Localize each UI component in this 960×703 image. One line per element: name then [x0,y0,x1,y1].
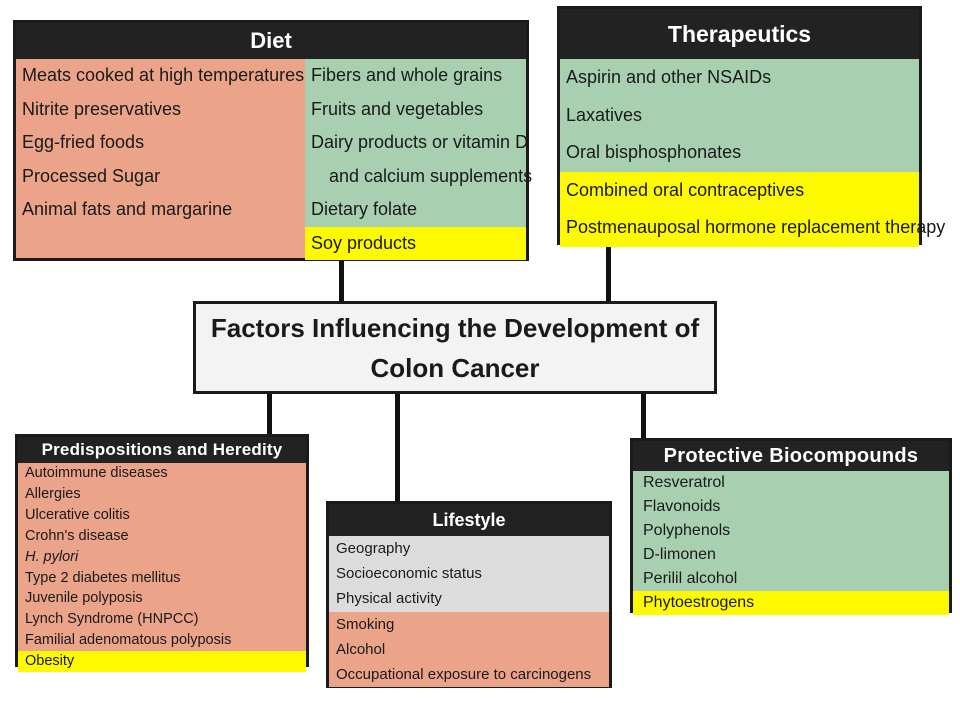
predispositions-box: Predispositions and Heredity Autoimmune … [15,434,309,673]
lifestyle-header: Lifestyle [329,504,609,536]
therapeutics-mixed-list: Combined oral contraceptives Postmenaupo… [560,171,946,247]
title-line-1: Factors Influencing the Development of [210,312,700,343]
list-item: Allergies [25,485,81,502]
lifestyle-neutral-list: Geography Socioeconomic status Physical … [329,536,609,612]
list-item: Polyphenols [643,522,731,539]
list-item: Egg-fried foods [22,132,145,152]
list-item: Physical activity [336,590,442,608]
lifestyle-risk-list: Smoking Alcohol Occupational exposure to… [329,611,609,688]
list-item: Postmenauposal hormone replacement thera… [566,217,946,237]
list-item: Alcohol [336,640,386,658]
protective-biocompounds-box: Protective Biocompounds Resveratrol Flav… [630,438,952,615]
connector-protective [641,392,646,440]
list-item: Occupational exposure to carcinogens [336,666,592,684]
diet-protective-list: Fibers and whole grains Fruits and veget… [305,59,533,260]
diet-risk-list: Meats cooked at high temperatures Nitrit… [16,59,305,258]
list-item: Processed Sugar [22,165,161,186]
list-item: Animal fats and margarine [22,199,233,219]
connector-diet [339,259,344,302]
predispositions-header: Predispositions and Heredity [18,437,306,463]
lifestyle-box: Lifestyle Geography Socioeconomic status… [326,501,612,688]
list-item: Familial adenomatous polyposis [25,632,232,649]
list-item: Dairy products or vitamin D [311,132,529,152]
list-item: Phytoestrogens [633,591,949,615]
protective-biocompounds-list: Resveratrol Flavonoids Polyphenols D-lim… [633,471,949,591]
diagram-title: Factors Influencing the Development of C… [193,301,717,394]
list-item: Laxatives [566,104,643,125]
list-item: Dietary folate [311,199,418,219]
list-item: Ulcerative colitis [25,506,130,523]
list-item: Meats cooked at high temperatures [22,65,305,85]
therapeutics-header: Therapeutics [560,9,919,59]
list-item: Smoking [336,615,395,633]
list-item: and calcium supplements [329,165,533,186]
diet-header: Diet [16,23,526,59]
list-item: Nitrite preservatives [22,98,182,119]
list-item: Combined oral contraceptives [566,179,805,200]
therapeutics-box: Therapeutics Aspirin and other NSAIDs La… [557,6,946,247]
list-item: Oral bisphosphonates [566,142,742,162]
diet-box: Diet Meats cooked at high temperatures N… [13,20,533,261]
title-line-2: Colon Cancer [370,352,540,383]
predispositions-risk-list: Autoimmune diseases Allergies Ulcerative… [18,463,306,652]
list-item: Crohn's disease [25,527,129,544]
list-item: Autoimmune diseases [25,465,168,481]
connector-predispositions [267,392,272,436]
list-item: Flavonoids [643,498,721,515]
list-item: Fibers and whole grains [311,65,503,85]
list-item: Resveratrol [643,474,725,491]
protective-biocompounds-header: Protective Biocompounds [633,441,949,471]
list-item: Lynch Syndrome (HNPCC) [25,611,199,628]
list-item: Geography [336,540,411,557]
list-item: Soy products [305,226,526,260]
list-item: Juvenile polyposis [25,590,143,607]
list-item: Fruits and vegetables [311,98,484,119]
connector-therapeutics [606,243,611,302]
list-item: Aspirin and other NSAIDs [566,67,772,87]
list-item: Type 2 diabetes mellitus [25,569,181,586]
connector-lifestyle [395,392,400,503]
list-item: Obesity [18,651,306,673]
list-item: H. pylori [25,548,79,565]
list-item: Socioeconomic status [336,565,482,583]
list-item: D-limonen [643,546,716,563]
therapeutics-protective-list: Aspirin and other NSAIDs Laxatives Oral … [560,59,919,172]
list-item: Perilil alcohol [643,570,738,587]
